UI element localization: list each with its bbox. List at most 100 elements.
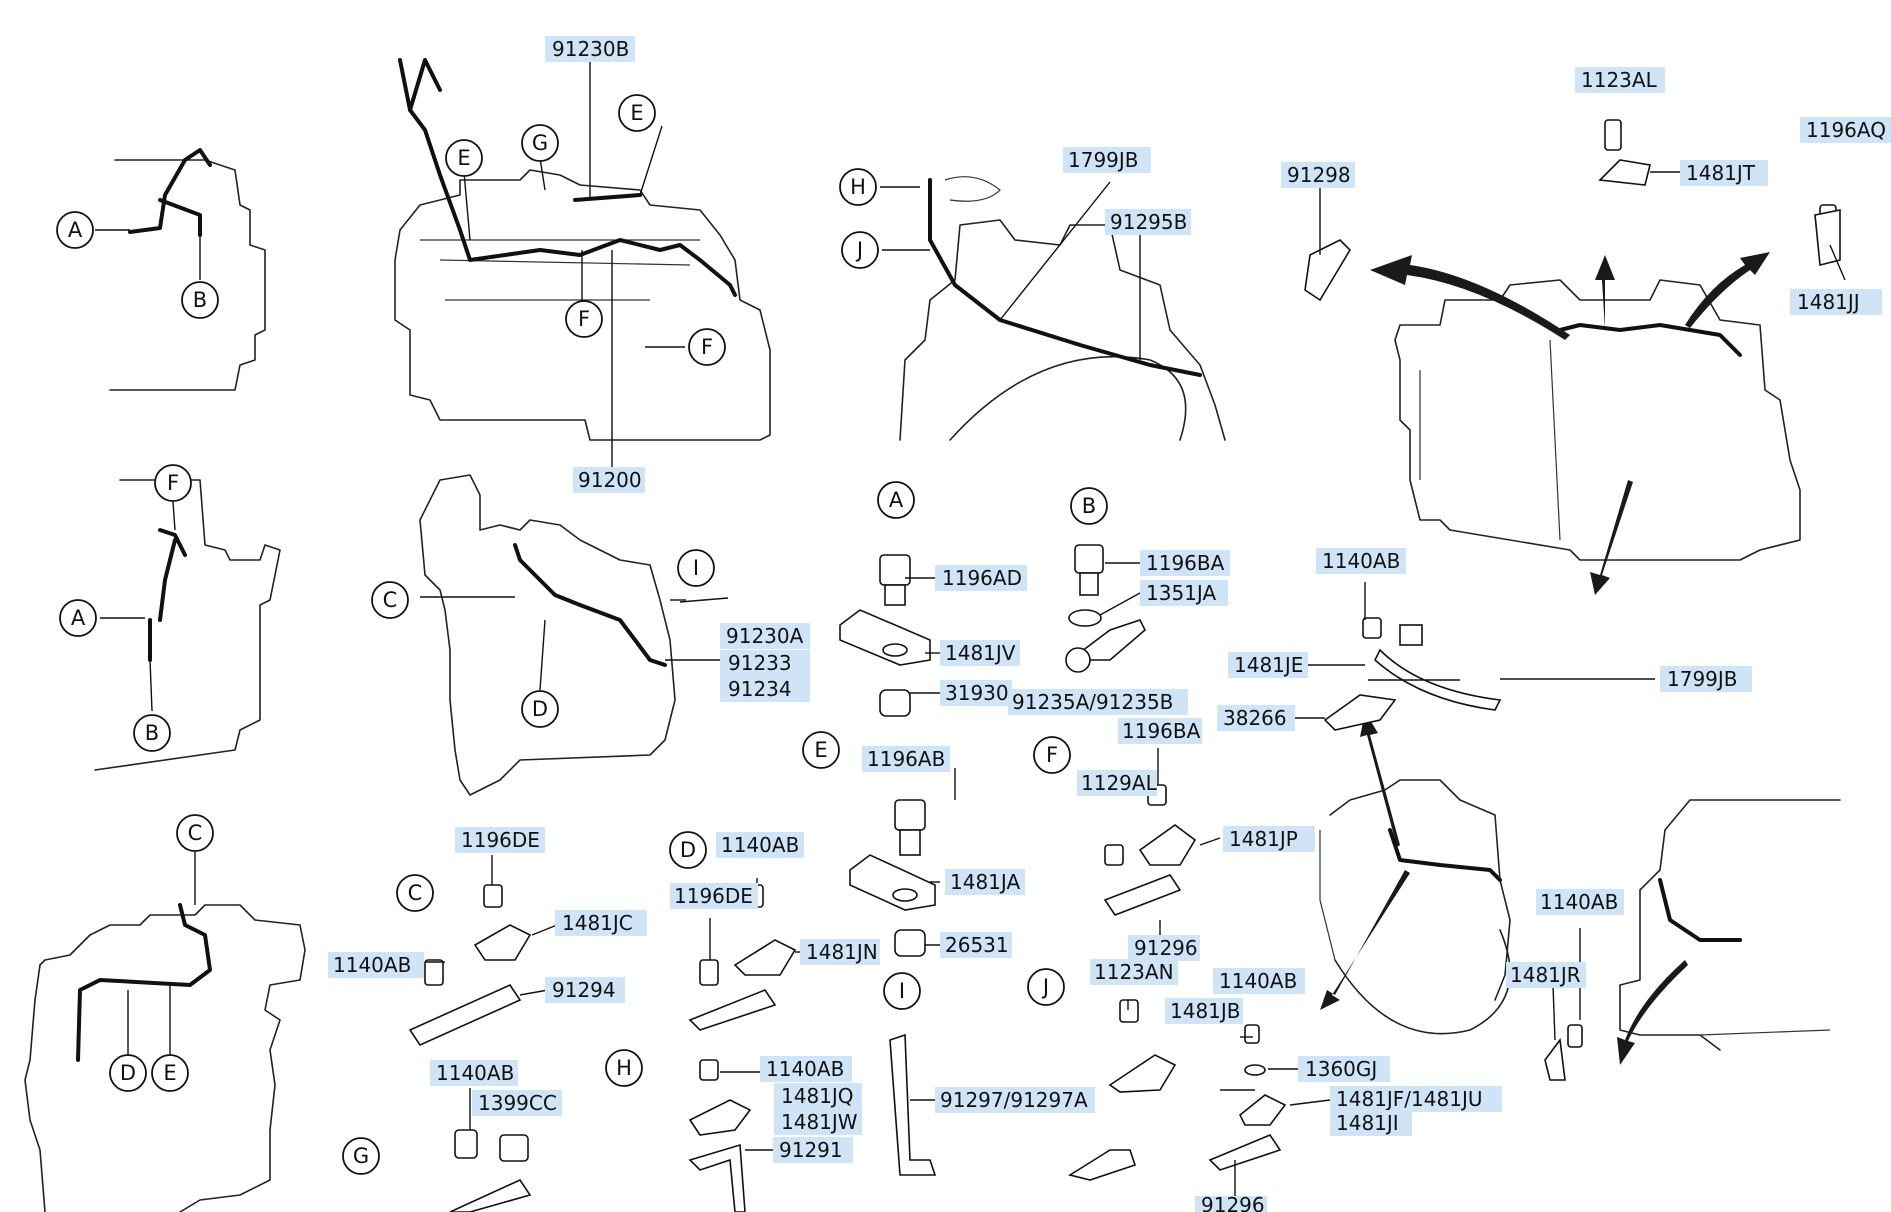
callout-E: E xyxy=(151,1054,189,1092)
svg-text:A: A xyxy=(68,218,83,242)
svg-text:38266: 38266 xyxy=(1223,706,1287,730)
label-1196DE-d: 1196DE xyxy=(670,883,758,909)
label-31930: 31930 xyxy=(940,680,1012,706)
label-1123AL: 1123AL xyxy=(1575,67,1665,93)
svg-text:E: E xyxy=(814,738,827,762)
label-91294: 91294 xyxy=(545,977,625,1003)
svg-text:1481JF/1481JU: 1481JF/1481JU xyxy=(1336,1087,1482,1111)
svg-text:1140AB: 1140AB xyxy=(1540,890,1618,914)
label-1799JB-top: 1799JB xyxy=(1063,147,1151,173)
callout-B: B xyxy=(181,281,219,319)
svg-text:G: G xyxy=(353,1144,369,1168)
label-1360GJ: 1360GJ xyxy=(1298,1056,1390,1082)
label-1481JJ: 1481JJ xyxy=(1790,289,1882,315)
svg-text:1351JA: 1351JA xyxy=(1146,581,1216,605)
svg-text:1196BA: 1196BA xyxy=(1122,719,1201,743)
svg-text:1196DE: 1196DE xyxy=(461,828,540,852)
svg-text:1196AB: 1196AB xyxy=(867,747,945,771)
svg-text:1481JW: 1481JW xyxy=(781,1110,858,1134)
callout-J: J xyxy=(841,231,879,269)
label-91200: 91200 xyxy=(573,467,645,493)
svg-text:I: I xyxy=(693,556,699,580)
callout-E: E xyxy=(618,94,656,132)
part-sketches xyxy=(408,119,1841,1212)
svg-text:1481JT: 1481JT xyxy=(1686,161,1756,185)
svg-text:91295B: 91295B xyxy=(1110,210,1187,234)
label-91234: 91234 xyxy=(720,676,810,702)
label-91235A-91235B: 91235A/91235B xyxy=(1008,689,1188,715)
svg-text:F: F xyxy=(167,471,179,495)
label-1196DE-c: 1196DE xyxy=(455,827,545,853)
label-26531: 26531 xyxy=(940,932,1012,958)
label-1196BA-f: 1196BA xyxy=(1118,718,1202,744)
callout-D: D xyxy=(669,831,707,869)
label-1481JQ: 1481JQ xyxy=(774,1083,862,1109)
svg-text:1799JB: 1799JB xyxy=(1068,148,1139,172)
label-91295B: 91295B xyxy=(1105,209,1191,235)
svg-text:1481JA: 1481JA xyxy=(950,870,1020,894)
svg-text:1481JB: 1481JB xyxy=(1170,999,1241,1023)
svg-text:91291: 91291 xyxy=(779,1138,843,1162)
label-1799JB-right: 1799JB xyxy=(1660,666,1752,692)
label-1399CC: 1399CC xyxy=(472,1090,562,1116)
label-91298: 91298 xyxy=(1281,162,1355,188)
label-1140AB-j: 1140AB xyxy=(1213,968,1305,994)
svg-text:91235A/91235B: 91235A/91235B xyxy=(1012,690,1173,714)
svg-text:D: D xyxy=(120,1061,136,1085)
svg-text:1481JE: 1481JE xyxy=(1234,653,1303,677)
svg-text:H: H xyxy=(616,1056,632,1080)
svg-text:E: E xyxy=(630,101,643,125)
svg-text:1481JI: 1481JI xyxy=(1336,1111,1399,1135)
callout-E: E xyxy=(445,139,483,177)
callout-B: B xyxy=(133,714,171,752)
svg-text:1481JN: 1481JN xyxy=(806,940,878,964)
label-1140AB-r: 1140AB xyxy=(1536,889,1624,915)
callout-G: G xyxy=(342,1137,380,1175)
callout-A: A xyxy=(877,481,915,519)
svg-text:1140AB: 1140AB xyxy=(333,953,411,977)
callout-H: H xyxy=(839,168,877,206)
label-1481JN: 1481JN xyxy=(800,939,880,965)
label-1481JE: 1481JE xyxy=(1228,652,1308,678)
label-1481JA: 1481JA xyxy=(945,869,1025,895)
svg-text:1140AB: 1140AB xyxy=(1322,549,1400,573)
label-1481JR: 1481JR xyxy=(1506,962,1586,988)
callout-A: A xyxy=(56,211,94,249)
engine-outlines xyxy=(24,159,1841,1212)
label-1123AN: 1123AN xyxy=(1090,959,1178,985)
svg-text:1481JC: 1481JC xyxy=(562,911,633,935)
callout-G: G xyxy=(521,124,559,162)
label-1140AB-g: 1140AB xyxy=(430,1060,518,1086)
svg-text:1481JV: 1481JV xyxy=(945,641,1016,665)
svg-text:J: J xyxy=(855,238,863,262)
label-1481JT: 1481JT xyxy=(1680,160,1768,186)
svg-text:91230B: 91230B xyxy=(552,37,629,61)
label-91296-j: 91296 xyxy=(1195,1193,1267,1212)
label-1481JI: 1481JI xyxy=(1330,1110,1412,1136)
svg-text:D: D xyxy=(532,697,548,721)
svg-text:1196DE: 1196DE xyxy=(674,884,753,908)
svg-text:H: H xyxy=(850,175,866,199)
svg-text:G: G xyxy=(532,131,548,155)
svg-text:91294: 91294 xyxy=(552,978,616,1002)
callout-F: F xyxy=(154,464,192,502)
svg-text:B: B xyxy=(145,721,159,745)
callout-F: F xyxy=(688,328,726,366)
svg-text:1129AL: 1129AL xyxy=(1081,771,1158,795)
label-91230B: 91230B xyxy=(545,36,635,62)
svg-text:26531: 26531 xyxy=(945,933,1009,957)
callout-B: B xyxy=(1070,487,1108,525)
svg-text:91296: 91296 xyxy=(1134,936,1198,960)
callout-F: F xyxy=(565,300,603,338)
label-1351JA: 1351JA xyxy=(1140,580,1228,606)
svg-text:C: C xyxy=(408,881,423,905)
svg-text:1481JJ: 1481JJ xyxy=(1797,290,1860,314)
callout-I: I xyxy=(883,972,921,1010)
label-1140AB-c: 1140AB xyxy=(328,952,424,978)
callout-H: H xyxy=(605,1049,643,1087)
part-labels: 91230B 91200 1799JB 91295B 91298 1123AL … xyxy=(328,36,1891,1212)
svg-text:F: F xyxy=(578,307,590,331)
svg-text:E: E xyxy=(163,1061,176,1085)
svg-text:91230A: 91230A xyxy=(726,624,804,648)
callout-E: E xyxy=(802,731,840,769)
